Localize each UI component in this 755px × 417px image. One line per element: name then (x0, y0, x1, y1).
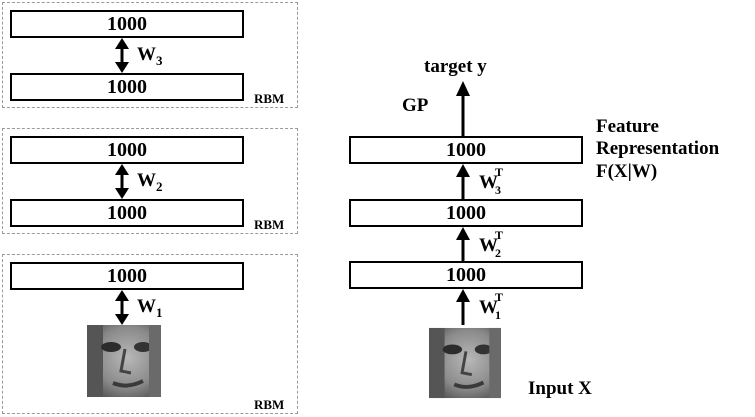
rbm-panel-3 (2, 2, 298, 108)
up-arrow-w3t (456, 164, 470, 199)
bidirectional-arrow-w3 (115, 38, 129, 73)
rbm3-top-layer: 1000 (10, 10, 244, 38)
rbm1-top-layer: 1000 (10, 262, 244, 290)
rbm2-top-layer: 1000 (10, 136, 244, 164)
weight-label-w3: W3 (137, 44, 163, 68)
rbm-tag-3: RBM (254, 91, 285, 106)
rbm-tag-2: RBM (254, 217, 285, 232)
up-arrow-w2t (456, 227, 470, 261)
rbm-panel-2 (2, 128, 298, 234)
bidirectional-arrow-w1 (115, 290, 129, 325)
feature-layer-1: 1000 (349, 261, 583, 289)
feature-label-line3: F(X|W) (596, 161, 658, 182)
up-arrow-w1t (456, 289, 470, 325)
feature-layer-2: 1000 (349, 199, 583, 227)
face-image-icon (429, 327, 501, 399)
feature-layer-3: 1000 (349, 136, 583, 164)
rbm3-bottom-layer: 1000 (10, 73, 244, 101)
rbm2-bottom-layer: 1000 (10, 199, 244, 227)
face-image-icon (87, 325, 161, 397)
weight-label-w2: W2 (137, 170, 163, 194)
up-arrow-gp (456, 81, 470, 136)
weight-label-w1: W1 (137, 296, 163, 320)
target-y-label: target y (424, 56, 487, 77)
input-x-label: Input X (528, 378, 592, 399)
rbm-panel-1 (2, 254, 298, 414)
bidirectional-arrow-w2 (115, 164, 129, 199)
gp-label: GP (402, 95, 429, 116)
rbm-tag-1: RBM (254, 397, 285, 412)
feature-label-line1: Feature (596, 116, 659, 137)
feature-label-line2: Representation (596, 138, 720, 159)
